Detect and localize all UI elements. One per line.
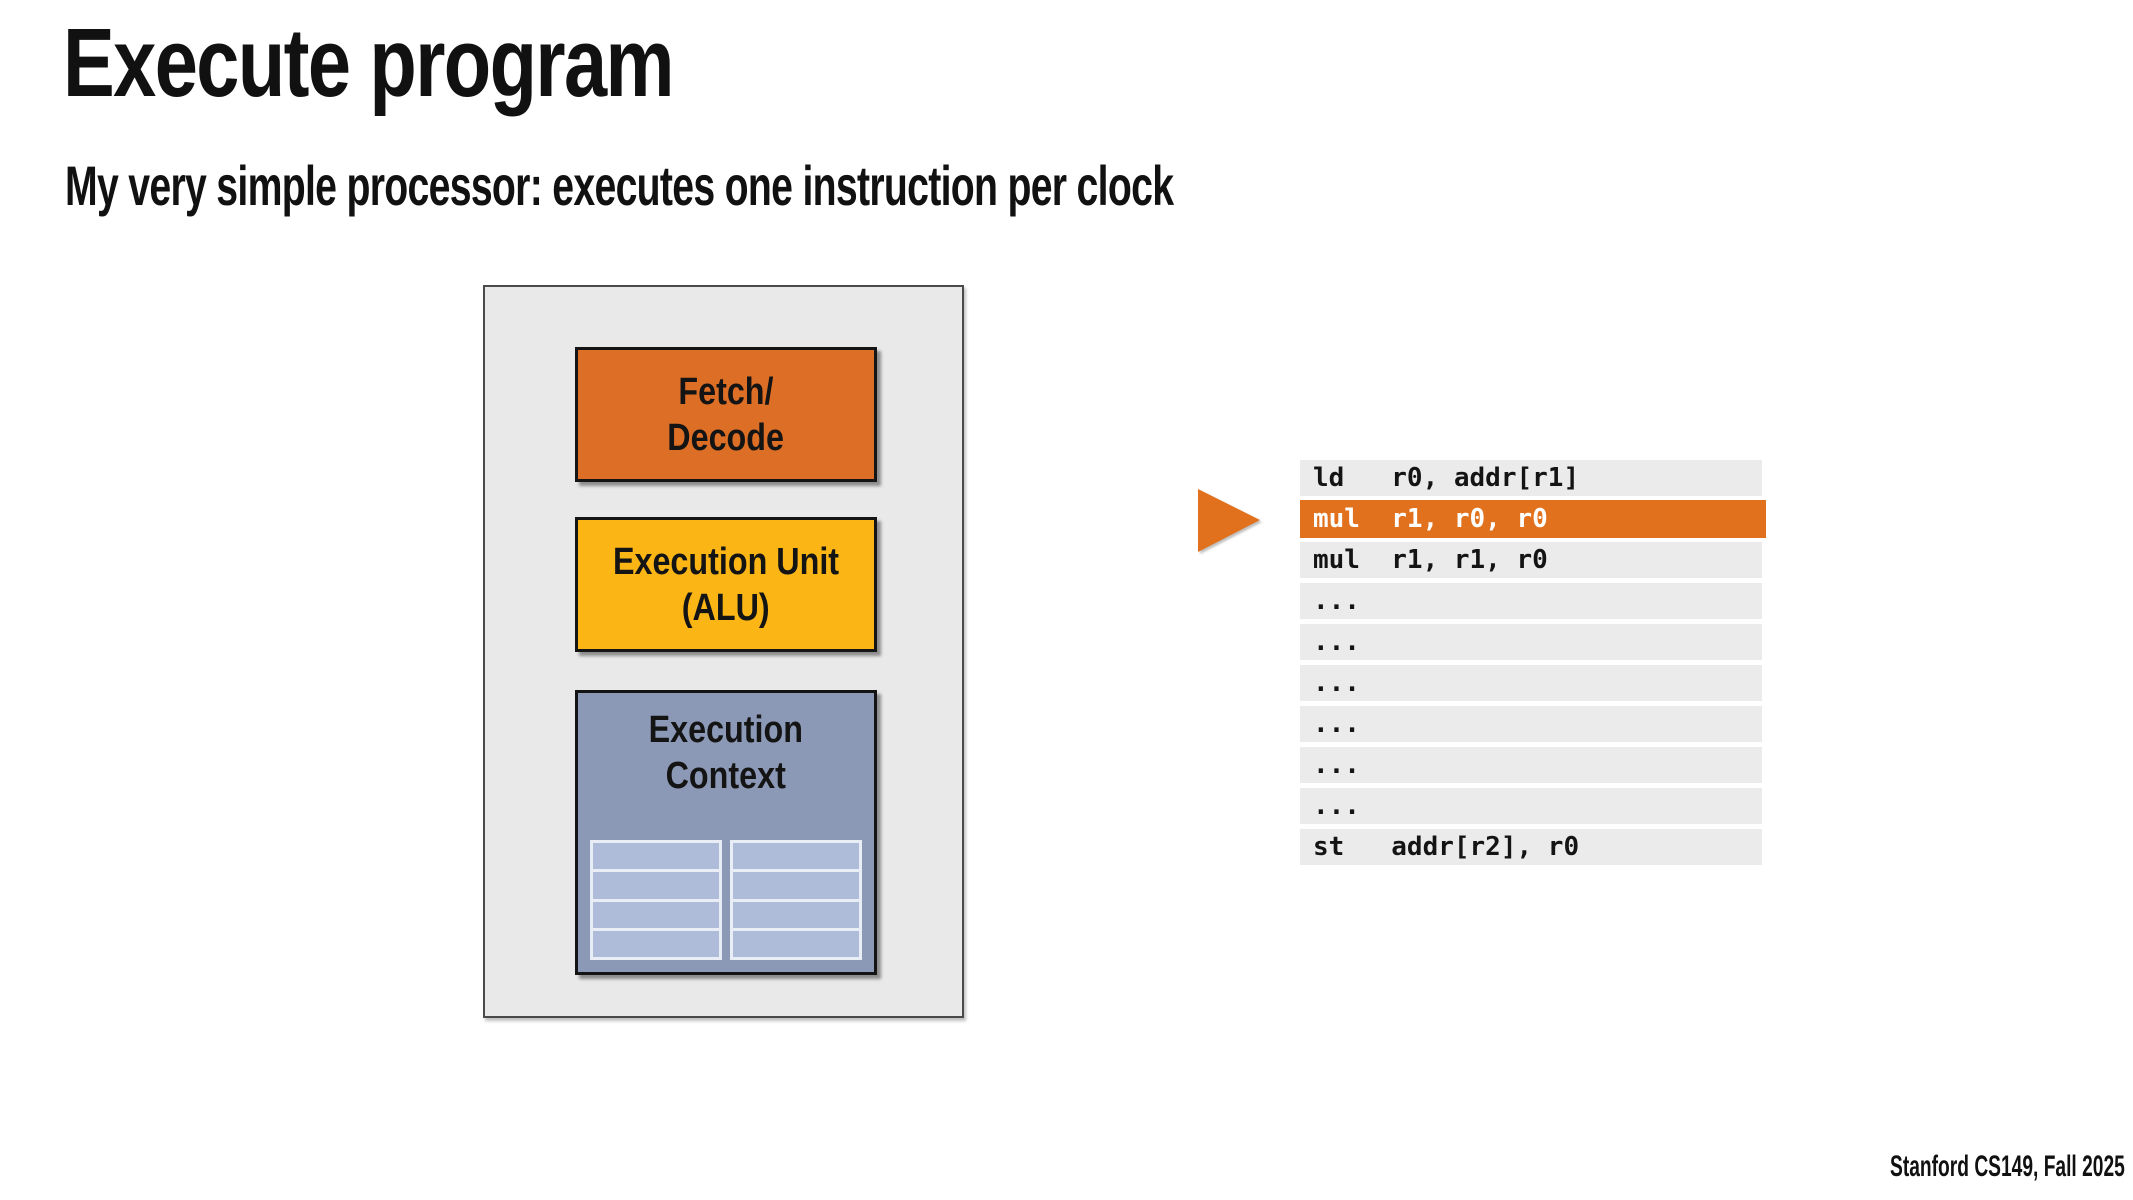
register-cell xyxy=(593,901,719,928)
execution-context-label-line1: Execution xyxy=(648,709,804,751)
footer-credit: Stanford CS149, Fall 2025 xyxy=(1890,1150,2125,1183)
register-cell xyxy=(593,843,719,870)
fetch-decode-label-line1: Fetch/ xyxy=(678,370,774,413)
register-cell xyxy=(733,843,859,870)
instruction-list: ld r0, addr[r1] mul r1, r0, r0 mul r1, r1,… xyxy=(1300,460,1766,865)
execution-unit-block: Execution Unit (ALU) xyxy=(575,517,877,652)
register-cell xyxy=(593,872,719,899)
register-cell xyxy=(733,930,859,957)
instruction-pointer-icon xyxy=(1198,489,1260,552)
slide-title: Execute program xyxy=(63,8,675,117)
fetch-decode-block: Fetch/ Decode xyxy=(575,347,877,482)
instruction-row: st addr[r2], r0 xyxy=(1300,829,1762,865)
instruction-row: ... xyxy=(1300,624,1762,660)
execution-unit-label-line2: (ALU) xyxy=(682,586,770,629)
execution-context-label-line2: Context xyxy=(665,755,787,797)
fetch-decode-label-line2: Decode xyxy=(667,416,785,459)
register-cell xyxy=(733,872,859,899)
register-block xyxy=(590,840,722,960)
instruction-row: ... xyxy=(1300,583,1762,619)
instruction-row: ... xyxy=(1300,665,1762,701)
register-block xyxy=(730,840,862,960)
slide-subtitle: My very simple processor: executes one i… xyxy=(65,154,1174,217)
execution-unit-label-line1: Execution Unit xyxy=(612,540,840,583)
register-file xyxy=(590,840,862,960)
instruction-row: ld r0, addr[r1] xyxy=(1300,460,1762,496)
instruction-row-current: mul r1, r0, r0 xyxy=(1300,500,1766,538)
execution-context-block: Execution Context xyxy=(575,690,877,975)
processor-diagram: Fetch/ Decode Execution Unit (ALU) Execu… xyxy=(483,285,964,1018)
register-cell xyxy=(733,901,859,928)
instruction-row: ... xyxy=(1300,747,1762,783)
instruction-row: ... xyxy=(1300,788,1762,824)
instruction-row: mul r1, r1, r0 xyxy=(1300,542,1762,578)
register-cell xyxy=(593,930,719,957)
instruction-row: ... xyxy=(1300,706,1762,742)
